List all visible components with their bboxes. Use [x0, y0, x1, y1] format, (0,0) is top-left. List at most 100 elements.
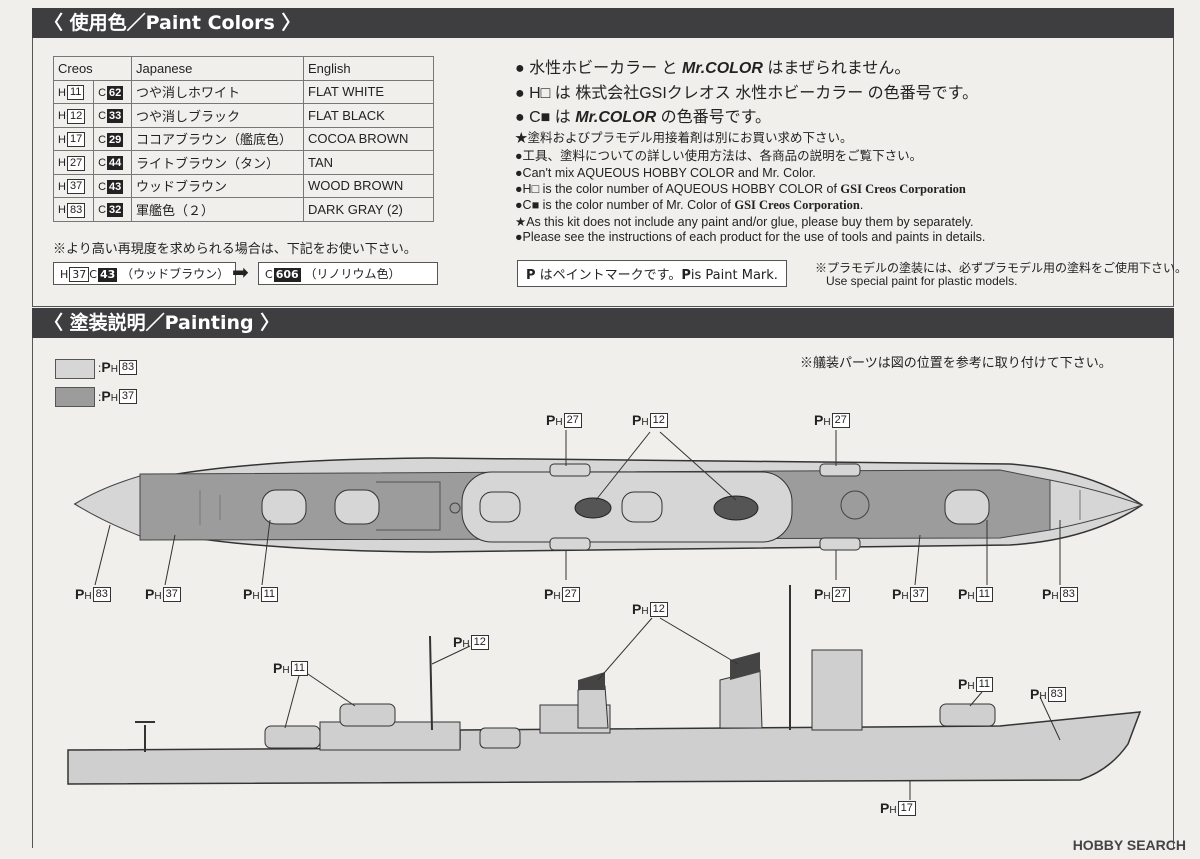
painting-border-left	[32, 338, 33, 848]
legend-swatch-light	[55, 359, 95, 379]
c-code: 44	[107, 156, 124, 171]
paint-mark-note-en: Use special paint for plastic models.	[826, 274, 1018, 288]
painting-header: 〈 塗装説明／Painting 〉	[32, 308, 1174, 338]
header-creos: Creos	[53, 56, 132, 81]
english-name: DARK GRAY (2)	[303, 197, 434, 222]
h-code: 12	[66, 108, 86, 124]
note-jp-1: ● 水性ホビーカラー と Mr.COLOR はまぜられません。	[515, 60, 911, 77]
note-jp-5: ●工具、塗料についての詳しい使用方法は、各商品の説明をご覧下さい。	[515, 149, 923, 163]
c-code: 43	[107, 179, 124, 194]
note-jp-3: ● C■ は Mr.COLOR の色番号です。	[515, 109, 771, 126]
to-c-code: 606	[273, 267, 301, 282]
english-name: FLAT BLACK	[303, 103, 434, 128]
c-code: 32	[107, 203, 124, 218]
panel-border-left	[32, 38, 33, 306]
h-code: 37	[66, 179, 86, 194]
note-en-3: ●C■ is the color number of Mr. Color of …	[515, 198, 864, 212]
paint-mark-icon: P	[526, 268, 536, 283]
painting-border-right	[1173, 338, 1174, 848]
legend-swatch-dark	[55, 387, 95, 407]
paint-colors-title: 〈 使用色／Paint Colors 〉	[44, 12, 301, 34]
japanese-name: 軍艦色（２）	[131, 197, 304, 222]
note-en-1: ●Can't mix AQUEOUS HOBBY COLOR and Mr. C…	[515, 166, 816, 180]
paint-mark-text-en: is Paint Mark.	[690, 268, 778, 283]
from-label: （ウッドブラウン）	[121, 267, 230, 281]
japanese-name: つや消しブラック	[131, 103, 304, 128]
h-code: 11	[66, 85, 85, 100]
paint-mark-box: P はペイントマークです。Pis Paint Mark.	[517, 260, 787, 287]
japanese-name: つや消しホワイト	[131, 79, 304, 104]
english-name: FLAT WHITE	[303, 79, 434, 104]
realism-note: ※より高い再現度を求められる場合は、下記をお使い下さい。	[53, 241, 417, 256]
from-c-code: 43	[97, 267, 118, 282]
c-code: 29	[107, 132, 124, 147]
english-name: COCOA BROWN	[303, 126, 434, 151]
c-code: 62	[107, 85, 124, 100]
h-code: 83	[66, 202, 86, 218]
panel-border-right	[1173, 38, 1174, 306]
english-name: TAN	[303, 150, 434, 175]
painting-title: 〈 塗装説明／Painting 〉	[44, 312, 280, 334]
realism-arrow-icon: ➡	[232, 262, 249, 284]
note-en-4: ★As this kit does not include any paint …	[515, 215, 974, 229]
paint-mark-icon: P	[681, 268, 691, 283]
panel-border-bottom	[32, 306, 1174, 307]
table-header-row: Creos Japanese English	[53, 56, 434, 81]
note-en-2: ●H□ is the color number of AQUEOUS HOBBY…	[515, 182, 966, 196]
paint-mark-text: はペイントマークです。	[539, 268, 682, 283]
note-en-5: ●Please see the instructions of each pro…	[515, 230, 986, 244]
h-code: 27	[66, 155, 86, 171]
h-code: 17	[66, 132, 86, 147]
plan-view	[73, 430, 1144, 586]
side-view	[67, 585, 1142, 800]
paint-colors-header: 〈 使用色／Paint Colors 〉	[32, 8, 1174, 38]
from-h-code: 37	[69, 267, 90, 282]
c-code: 33	[107, 109, 124, 124]
note-jp-2: ● H□ は 株式会社GSIクレオス 水性ホビーカラー の色番号です。	[515, 85, 979, 102]
fitting-note: ※艤装パーツは図の位置を参考に取り付けて下さい。	[800, 355, 1112, 370]
watermark: HOBBY SEARCH	[1072, 837, 1186, 853]
note-jp-4: ★塗料およびプラモデル用接着剤は別にお買い求め下さい。	[515, 131, 853, 145]
paint-mark-note-jp: ※プラモデルの塗装には、必ずプラモデル用の塗料をご使用下さい。	[815, 261, 1188, 275]
to-label: （リノリウム色）	[304, 267, 401, 281]
header-english: English	[303, 56, 434, 81]
